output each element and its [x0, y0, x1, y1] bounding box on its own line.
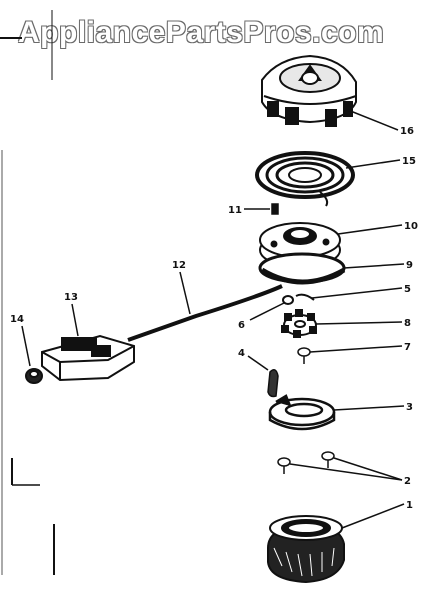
callout-6: 6	[238, 320, 245, 331]
part-14-end-cap	[25, 368, 43, 384]
callout-14: 14	[10, 314, 24, 325]
leader-12	[179, 271, 191, 315]
callout-15: 15	[402, 156, 416, 167]
part-3-starter-cup	[268, 394, 336, 431]
part-7-screw	[297, 347, 311, 364]
leader-16	[347, 109, 399, 131]
callout-9: 9	[406, 260, 413, 271]
leader-2b	[333, 457, 403, 481]
callout-11: 11	[228, 205, 242, 216]
callout-8: 8	[404, 318, 411, 329]
leader-4	[247, 355, 269, 371]
leader-14	[21, 325, 31, 367]
leader-10	[337, 224, 403, 235]
callout-3: 3	[406, 402, 413, 413]
callout-16: 16	[400, 126, 414, 137]
callout-10: 10	[404, 221, 418, 232]
part-5-part-6-clip	[282, 293, 315, 305]
part-1-knurled-ring	[267, 515, 345, 584]
part-4-pawl	[267, 369, 279, 398]
part-9-pulley-base	[258, 252, 346, 285]
part-12-starter-rope	[127, 284, 283, 342]
leader-8	[315, 321, 403, 325]
part-16-housing-cover	[261, 54, 357, 127]
leader-15	[345, 159, 401, 169]
part-8-starter-dog	[281, 309, 317, 338]
callout-12: 12	[172, 260, 186, 271]
leader-2a	[289, 463, 403, 481]
callout-4: 4	[238, 348, 245, 359]
part-13-starter-handle	[41, 334, 135, 382]
leader-7	[309, 345, 403, 353]
callout-2: 2	[404, 476, 411, 487]
part-2-screws	[277, 451, 335, 474]
scan-artifacts	[0, 10, 55, 575]
part-11-screw	[271, 203, 279, 215]
leader-6	[249, 302, 285, 321]
callout-1: 1	[406, 500, 413, 511]
leader-1	[341, 503, 405, 529]
leader-9	[343, 263, 405, 269]
leader-5	[311, 287, 403, 299]
callout-7: 7	[404, 342, 411, 353]
watermark-logo: AppliancePartsPros.com	[18, 16, 385, 49]
callout-13: 13	[64, 292, 78, 303]
leader-3	[333, 405, 405, 411]
leader-13	[71, 303, 79, 337]
part-15-recoil-spring	[255, 151, 355, 207]
callout-5: 5	[404, 284, 411, 295]
